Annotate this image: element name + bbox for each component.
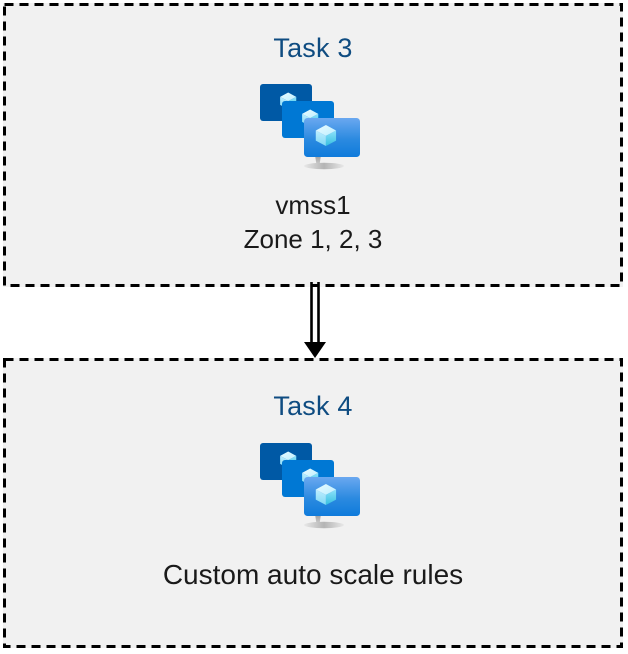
panel-title-task-3: Task 3 [273,33,353,63]
caption-line-zones: Zone 1, 2, 3 [243,224,383,254]
panel-caption-task-3: vmss1 Zone 1, 2, 3 [244,188,383,256]
caption-line-autoscale-rules: Custom auto scale rules [162,559,464,590]
panel-task-4[interactable]: Task 4 [3,358,623,648]
panel-title-task-4: Task 4 [273,391,353,421]
panel-caption-task-4: Custom auto scale rules [163,558,463,592]
connector-arrow-task3-to-task4 [296,282,336,362]
virtual-machine-scale-set-icon [257,79,369,171]
virtual-machine-scale-set-icon [257,438,369,530]
panel-task-3[interactable]: Task 3 [3,3,623,287]
caption-line-vmss-name: vmss1 [275,190,351,220]
